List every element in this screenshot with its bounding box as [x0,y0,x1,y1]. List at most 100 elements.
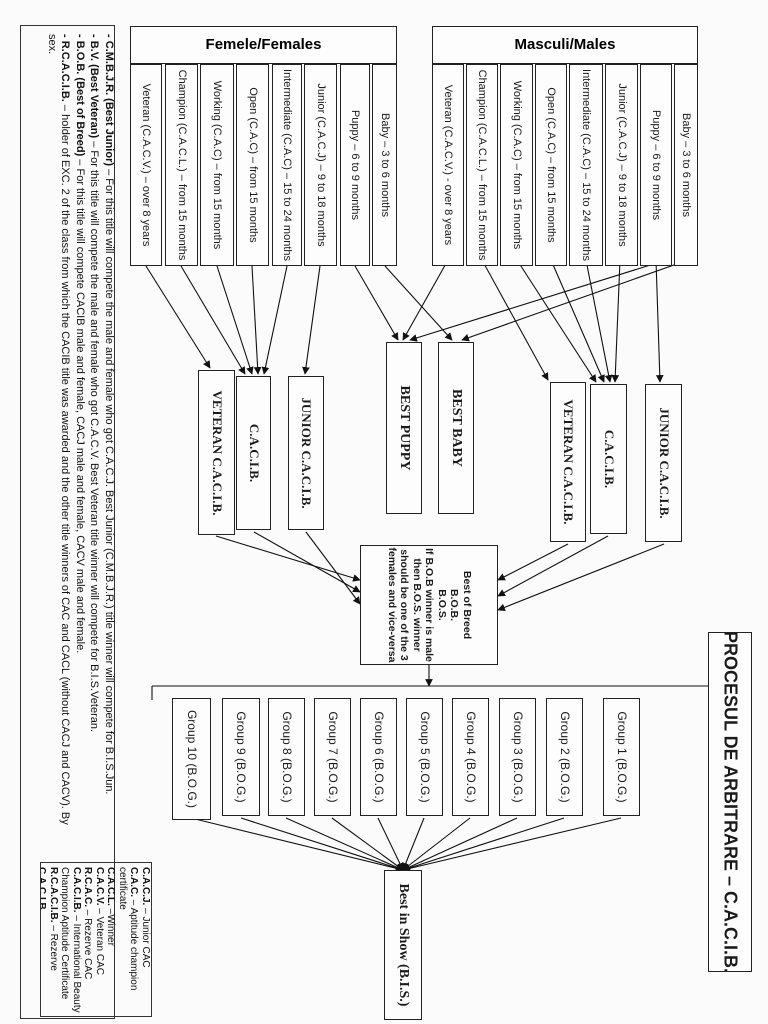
note-item: - B.O.B. (Best of Breed) – For this titl… [74,34,86,654]
legend-term: C.A.C.V. [94,867,105,906]
best-in-show-box: Best in Show (B.I.S.) [384,870,422,1020]
group-box-4: Group 4 (B.O.G.) [452,698,489,816]
female-class-veteran: Veteran (C.A.C.V.) – over 8 years [140,83,152,247]
arrow-male-puppy-cross2 [409,261,661,342]
notes-panel: - C.M.B.J.R. (Best Junior) – For this ti… [20,25,115,1019]
note-text: – holder of EXC. 2 of the class from whi… [46,34,72,825]
legend-text-value: – Junior CAC [140,905,151,968]
arrow-group-bis [285,817,404,871]
legend-term: C.A.C.L. [105,867,117,906]
male-class-working: Working (C.A.C) – from 15 months [510,80,523,250]
male-class-baby-box: Baby – 3 to 6 months [674,64,698,266]
female-class-open-box: Open (C.A.C) – from 15 months [236,64,269,266]
arrow-group-bis [402,817,518,871]
legend-item: R.C.A.C.I.B. – Rezerve [48,867,59,1014]
group-label: Group 5 (B.O.G.) [417,711,432,803]
legend-item: R.C.A.C. – Rezerve CAC [82,867,94,1014]
bob-line: B.O.S. [435,589,448,621]
female-class-intermediate-box: Intermediate (C.A.C) – 15 to 24 months [272,64,302,266]
males-header-box: Masculi/Males [432,26,698,64]
arrow-fv-bob [215,535,361,582]
legend-text-value: – Rezerve CAC [82,907,94,980]
group-label: Group 3 (B.O.G.) [510,711,525,803]
group-box-7: Group 7 (B.O.G.) [314,698,351,816]
male-class-open: Open (C.A.C) – from 15 months [545,87,557,243]
best-baby: BEST BABY [449,389,464,467]
arrow-female-puppy [354,265,399,341]
female-class-veteran-box: Veteran (C.A.C.V.) – over 8 years [130,64,162,266]
group-label: Group 2 (B.O.G.) [557,711,572,803]
male-class-intermediate-box: Intermediate (C.A.C) – 15 to 24 months [569,64,603,266]
note-item: - R.C.A.C.I.B. – holder of EXC. 2 of the… [46,34,72,825]
arrow-female-working [216,265,254,375]
female-class-working-box: Working (C.A.C) – from 15 months [200,64,234,266]
male-class-intermediate: Intermediate (C.A.C) – 15 to 24 months [580,69,592,261]
arrow-female-champion [180,265,246,375]
legend-item: C.A.C. – Aptitude champion certificate [117,867,140,1014]
female-class-champion: Champion (C.A.C.L.) – from 15 months [175,69,188,261]
arrow-fj-bob [305,531,361,605]
female-class-intermediate: Intermediate (C.A.C) – 15 to 24 months [281,69,293,261]
best-baby-box: BEST BABY [438,342,474,514]
female-class-puppy: Puppy – 6 to 9 months [349,109,361,221]
note-term: R.C.A.C.I.B. [59,40,72,102]
group-label: Group 7 (B.O.G.) [325,711,340,803]
page-title-box: PROCESUL DE ARBITRARE – C.A.C.I.B. [708,632,752,972]
female-class-open: Open (C.A.C) – from 15 months [246,87,259,243]
arrow-male-veteran [481,259,549,381]
arrow-male-champion [516,259,597,383]
legend-text-value: – Rezerve [48,922,59,971]
male-class-champion: Champion (C.A.C.L.) – from 15 months [476,69,488,261]
group-box-9: Group 9 (B.O.G.) [222,698,260,816]
legend-term: C.A.C. [128,867,140,897]
group-box-10: Group 10 (B.O.G.) [172,698,211,820]
female-class-baby: Baby – 3 to 6 months [378,113,391,217]
arrow-group-bis [402,817,471,871]
female-class-puppy-box: Puppy – 6 to 9 months [340,64,370,266]
male-class-veteran-box: Veteran (C.A.C.V.) - over 8 years [432,64,464,266]
male-class-open-box: Open (C.A.C) – from 15 months [535,64,567,266]
male-class-baby: Baby – 3 to 6 months [680,113,692,217]
female-veteran-cacib-box: VETERAN C.A.C.I.B. [198,370,235,535]
note-term: B.O.B. (Best of Breed) [74,40,86,157]
bob-line: Best of Breed [460,570,473,640]
bob-line: then B.O.S. winner [410,558,423,652]
female-junior-cacib-box: JUNIOR C.A.C.I.B. [288,376,324,530]
arrow-group-bis [377,817,404,871]
group-box-2: Group 2 (B.O.G.) [546,698,583,816]
group-box-6: Group 6 (B.O.G.) [360,698,397,816]
arrow-male-intermediate [611,259,621,383]
legend-item: C.A.C.I.B. – International Beauty Champi… [59,867,83,1014]
arrow-male-open [585,259,613,383]
female-class-junior: Junior (C.A.C.J) – 9 to 18 months [314,83,327,247]
male-veteran-cacib-box: VETERAN C.A.C.I.B. [550,382,586,542]
male-veteran-cacib: VETERAN C.A.C.I.B. [561,399,576,525]
arrow-female-junior [302,265,321,375]
male-class-puppy: Puppy – 6 to 9 months [650,109,662,221]
note-text: – For this title will compete CACIB male… [74,156,86,654]
females-header: Femele/Females [205,36,322,53]
arrow-male-baby-cross [461,259,689,342]
notes-text: - C.M.B.J.R. (Best Junior) – For this ti… [38,26,114,846]
legend-item: C.A.C.I.B. [41,867,48,1014]
arrow-group-bis [190,817,404,873]
bob-line: should be one of the 3 [398,549,411,661]
group-label: Group 8 (B.O.G.) [279,711,294,803]
arrow-mc-bob [497,535,609,597]
note-item: - B.V. (Best Veteran) – For this title w… [88,34,101,733]
legend-term: R.C.A.C.I.B. [48,867,59,923]
legend-text-value: – Veteran CAC [94,905,105,976]
group-box-8: Group 8 (B.O.G.) [268,698,305,816]
females-header-box: Femele/Females [130,26,397,64]
female-veteran-cacib: VETERAN C.A.C.I.B. [209,390,225,515]
group-label: Group 6 (B.O.G.) [371,711,386,803]
group-box-3: Group 3 (B.O.G.) [499,698,536,816]
note-text: – For this title will compete the male a… [88,138,101,733]
best-puppy: BEST PUPPY [397,385,412,471]
female-class-working: Working (C.A.C) – from 15 months [211,80,223,250]
bob-line: females and vice-versa [385,547,398,663]
